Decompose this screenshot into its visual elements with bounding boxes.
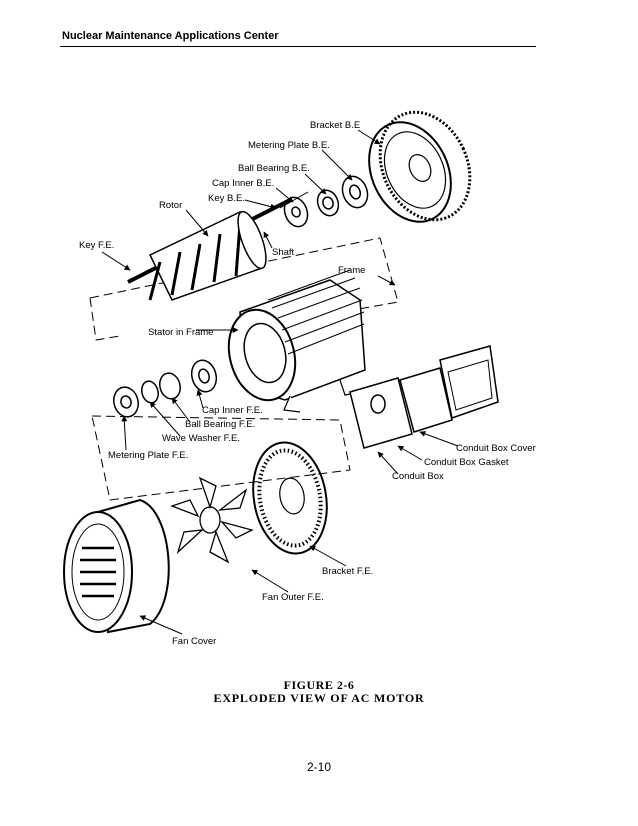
label-stator-in-frame: Stator in Frame	[148, 327, 213, 338]
label-ball-bearing-fe: Ball Bearing F.E.	[185, 419, 255, 430]
label-cap-inner-fe: Cap Inner F.E.	[202, 405, 263, 416]
label-shaft: Shaft	[272, 247, 295, 258]
exploded-motor-diagram: Bracket B.E Metering Plate B.E. Ball Bea…	[63, 110, 536, 647]
label-key-fe: Key F.E.	[79, 240, 114, 251]
document-header: Nuclear Maintenance Applications Center	[62, 30, 279, 42]
fan-part	[170, 476, 254, 564]
label-frame: Frame	[338, 265, 365, 276]
part-labels: Bracket B.E Metering Plate B.E. Ball Bea…	[79, 120, 536, 647]
label-conduit-box-cover: Conduit Box Cover	[456, 443, 536, 454]
label-bracket-be: Bracket B.E	[310, 120, 360, 131]
label-conduit-box: Conduit Box	[392, 471, 444, 482]
label-ball-bearing-be: Ball Bearing B.E.	[238, 163, 310, 174]
leader-lines	[101, 129, 459, 635]
fan-cover-part	[63, 498, 170, 634]
page-number: 2-10	[306, 760, 332, 774]
figure-number: FIGURE 2-6	[283, 678, 355, 692]
rotor-part	[127, 198, 291, 301]
label-rotor: Rotor	[159, 200, 182, 211]
label-wave-washer-fe: Wave Washer F.E.	[162, 433, 240, 444]
bracket-fe-part	[252, 441, 328, 555]
bracket-be-part	[368, 110, 472, 223]
label-fan-cover: Fan Cover	[172, 636, 216, 647]
header-rule	[60, 46, 536, 47]
bearing-be-stack	[279, 175, 369, 228]
stator-frame-part	[227, 269, 366, 413]
label-conduit-box-gasket: Conduit Box Gasket	[424, 457, 509, 468]
label-fan-outer-fe: Fan Outer F.E.	[262, 592, 324, 603]
label-metering-plate-fe: Metering Plate F.E.	[108, 450, 188, 461]
label-bracket-fe: Bracket F.E.	[322, 566, 373, 577]
label-key-be: Key B.E.	[208, 193, 245, 204]
label-metering-plate-be: Metering Plate B.E.	[248, 140, 330, 151]
label-cap-inner-be: Cap Inner B.E.	[212, 178, 274, 189]
conduit-box-part	[349, 345, 499, 449]
figure-title: EXPLODED VIEW OF AC MOTOR	[213, 691, 425, 705]
